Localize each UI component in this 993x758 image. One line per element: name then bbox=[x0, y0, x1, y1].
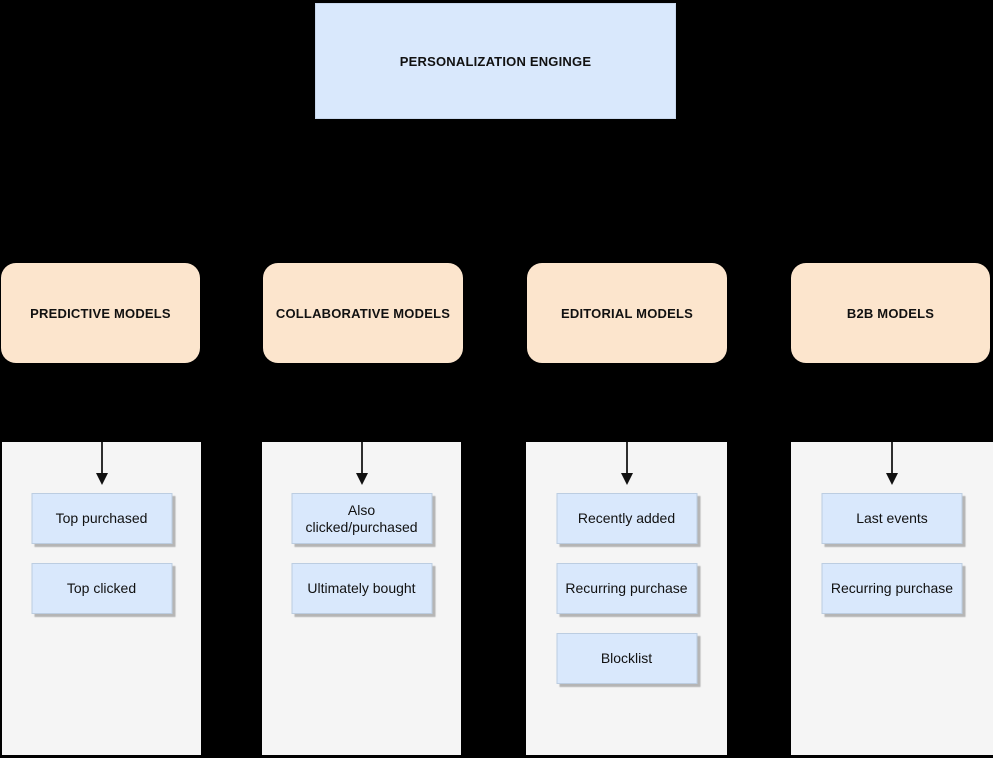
arrow-line bbox=[891, 442, 893, 473]
model-node-label: Ultimately bought bbox=[307, 580, 416, 596]
model-node: Top clicked bbox=[31, 563, 172, 614]
model-node-label: Blocklist bbox=[600, 650, 653, 666]
model-node-label: Recurring purchase bbox=[565, 580, 688, 596]
model-node: Blocklist bbox=[556, 633, 697, 684]
model-node: Top purchased bbox=[31, 493, 172, 544]
arrow-line bbox=[625, 442, 628, 473]
category-node-predictive-models: PREDICTIVE MODELS bbox=[1, 263, 200, 363]
model-node-label: Top purchased bbox=[55, 510, 148, 526]
column-panel-predictive: Top purchased Top clicked bbox=[2, 442, 201, 755]
column-panel-editorial: Recently added Recurring purchase Blockl… bbox=[526, 442, 727, 755]
category-node-b2b-models: B2B MODELS bbox=[791, 263, 990, 363]
arrow-down-icon bbox=[95, 442, 108, 485]
category-node-collaborative-models: COLLABORATIVE MODELS bbox=[263, 263, 463, 363]
model-node-label: Top clicked bbox=[66, 580, 137, 596]
model-node: Recurring purchase bbox=[556, 563, 697, 614]
category-label: COLLABORATIVE MODELS bbox=[275, 305, 451, 321]
model-node-label: Recurring purchase bbox=[830, 580, 954, 596]
arrow-line bbox=[100, 442, 103, 473]
category-label: EDITORIAL MODELS bbox=[560, 305, 693, 321]
model-node: Last events bbox=[821, 493, 963, 544]
root-node-personalization-engine: PERSONALIZATION ENGINGE bbox=[315, 3, 676, 119]
category-label: B2B MODELS bbox=[846, 305, 935, 321]
category-label: PREDICTIVE MODELS bbox=[30, 305, 171, 321]
model-node-label: Last events bbox=[856, 510, 928, 526]
category-node-editorial-models: EDITORIAL MODELS bbox=[527, 263, 727, 363]
model-node: Ultimately bought bbox=[291, 563, 432, 614]
arrow-down-icon bbox=[886, 442, 898, 485]
arrow-line bbox=[360, 442, 363, 473]
root-node-label: PERSONALIZATION ENGINGE bbox=[399, 53, 592, 69]
model-node-label: Also clicked/purchased bbox=[305, 501, 418, 535]
model-node: Also clicked/purchased bbox=[291, 493, 432, 544]
column-panel-collaborative: Also clicked/purchased Ultimately bought bbox=[262, 442, 461, 755]
arrow-down-icon bbox=[355, 442, 368, 485]
arrow-head bbox=[620, 473, 633, 485]
arrow-head bbox=[95, 473, 108, 485]
model-node: Recurring purchase bbox=[821, 563, 963, 614]
model-node: Recently added bbox=[556, 493, 697, 544]
column-panel-b2b: Last events Recurring purchase bbox=[791, 442, 993, 755]
arrow-head bbox=[355, 473, 368, 485]
model-node-label: Recently added bbox=[577, 510, 676, 526]
arrow-down-icon bbox=[620, 442, 633, 485]
arrow-head bbox=[886, 473, 898, 485]
